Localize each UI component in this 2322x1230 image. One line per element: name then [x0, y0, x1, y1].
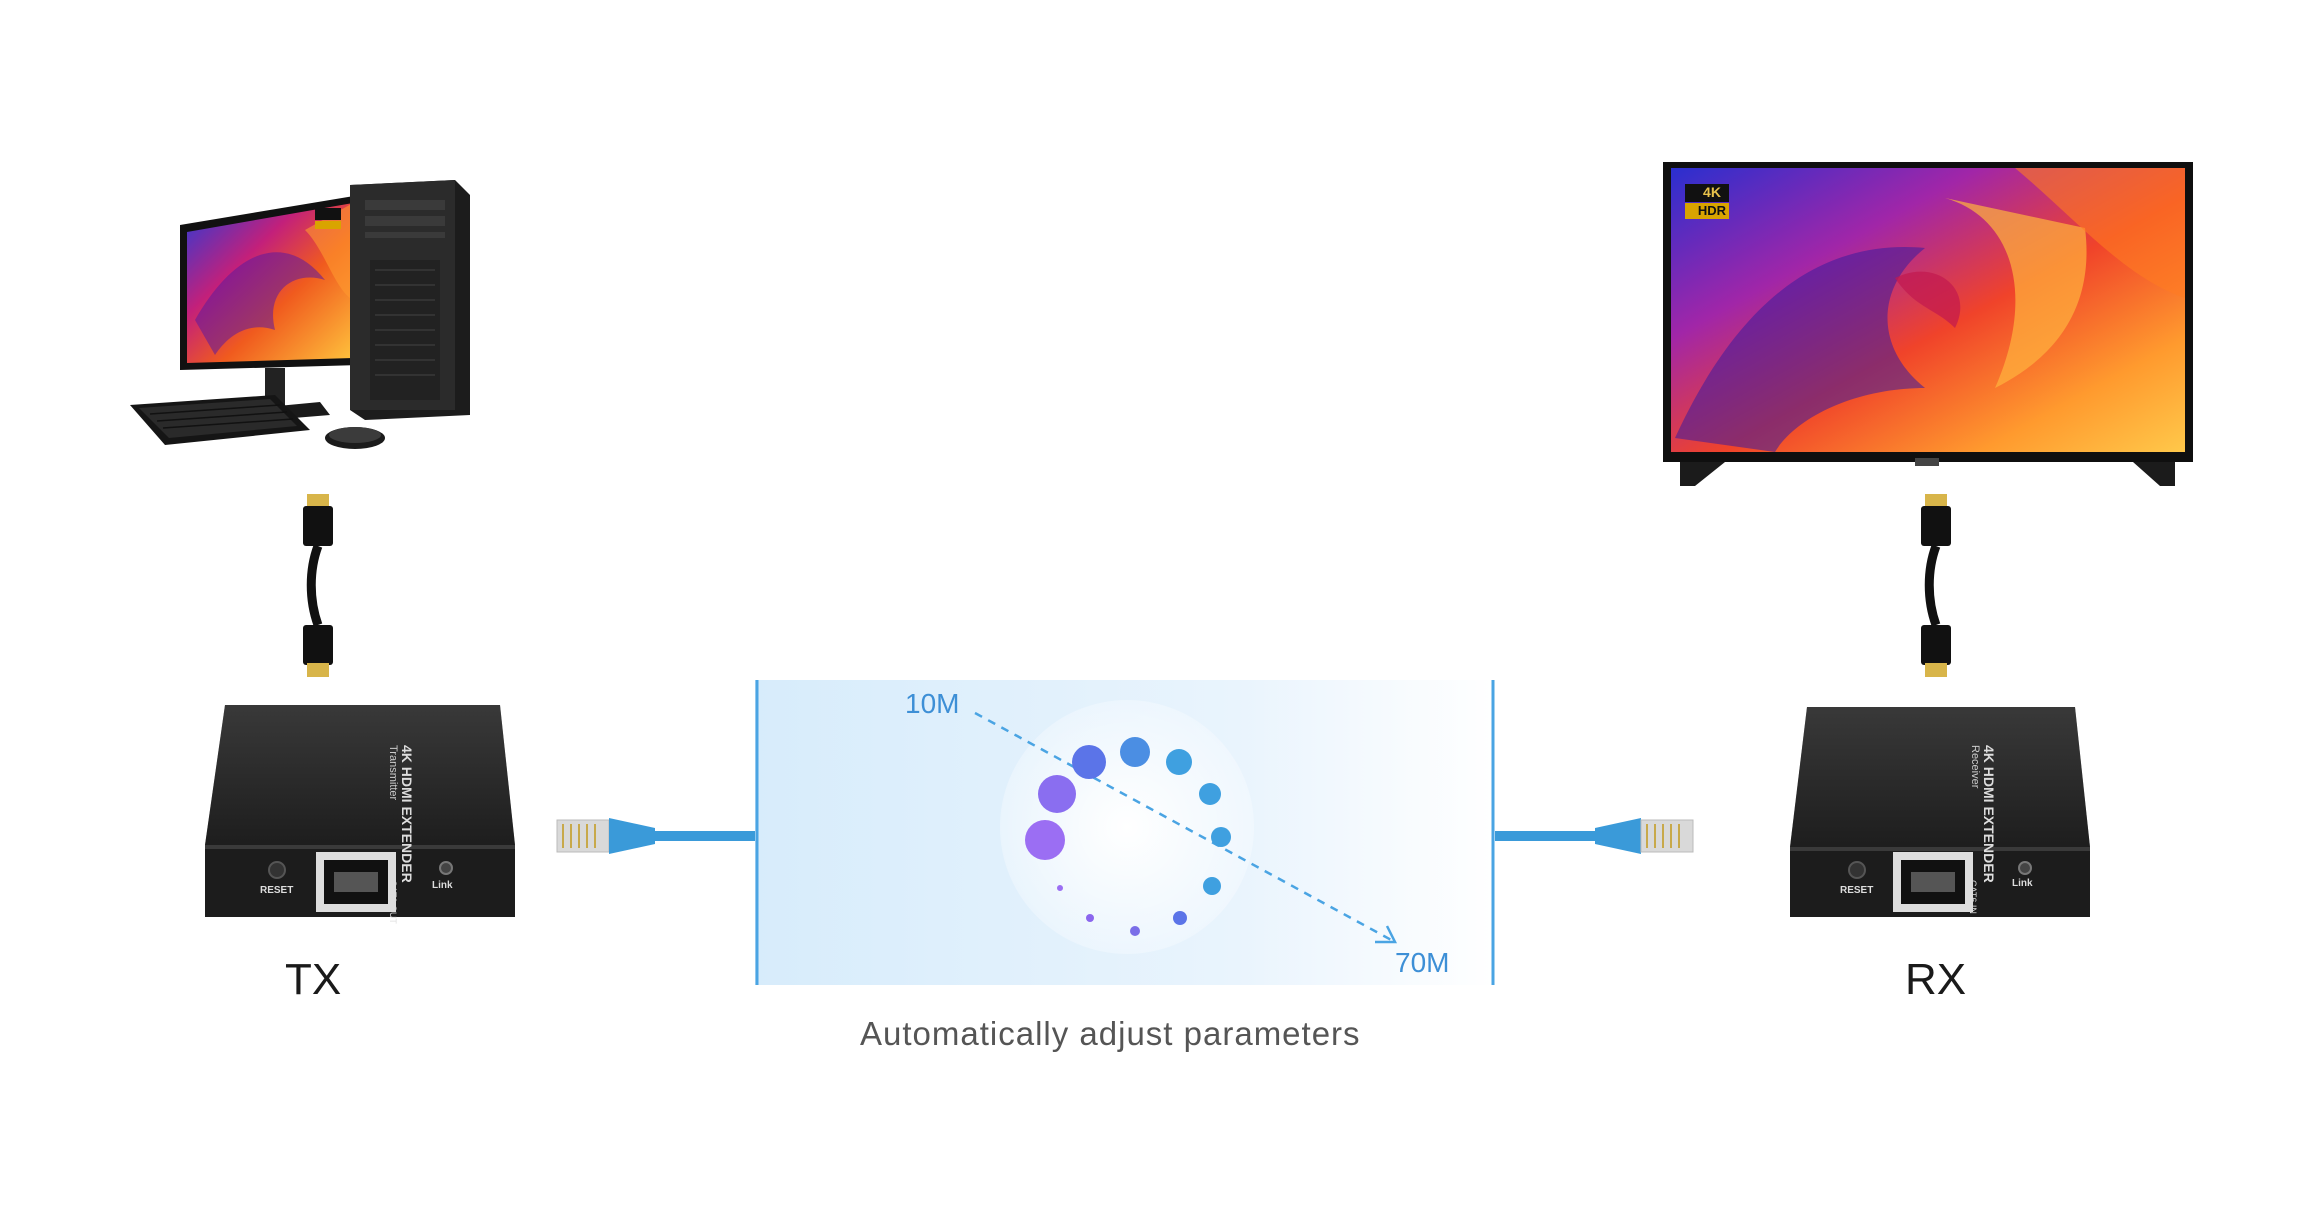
rx-box-title: 4K HDMI EXTENDER [1981, 745, 1997, 883]
rx-hdmi-cable-icon [1921, 494, 1951, 677]
rx-extender-box [1790, 707, 2090, 917]
rx-label: RX [1905, 955, 1967, 1004]
tx-hdmi-cable-icon [303, 494, 333, 677]
rx-ethernet-plug-icon [1495, 818, 1694, 854]
desktop-computer-icon [130, 180, 470, 449]
television-icon [1663, 162, 2193, 486]
max-distance-label: 70M [1395, 947, 1450, 978]
rx-link-label: Link [2012, 878, 2033, 889]
rx-box-subtitle: Receiver [1969, 745, 1981, 789]
adaptive-distance-panel [755, 680, 1495, 985]
diagram-caption: Automatically adjust parameters [860, 1015, 1361, 1052]
tv-4k-badge: 4K [1703, 184, 1721, 200]
rx-port-label: CAT6 IN [1968, 880, 1978, 914]
tx-link-label: Link [432, 880, 453, 891]
tx-box-title: 4K HDMI EXTENDER [399, 745, 415, 883]
tv-hdr-badge: HDR [1697, 203, 1727, 218]
tx-box-subtitle: Transmitter [387, 745, 399, 801]
tx-extender-box [205, 705, 515, 917]
tx-reset-label: RESET [260, 885, 294, 896]
tx-ethernet-plug-icon [556, 818, 760, 854]
rx-reset-label: RESET [1840, 885, 1874, 896]
min-distance-label: 10M [905, 688, 960, 719]
tx-port-label: CAT6 OUT [388, 880, 398, 924]
tx-label: TX [285, 955, 342, 1004]
